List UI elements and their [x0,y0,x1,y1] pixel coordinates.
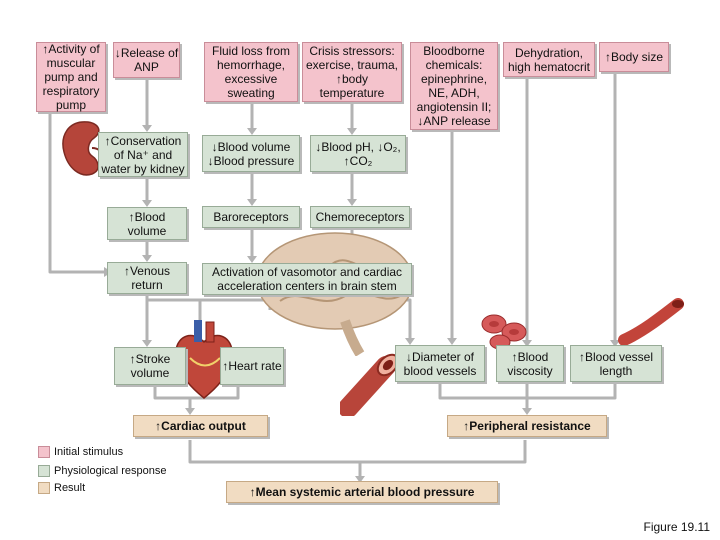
long-blood-vessel [618,298,684,346]
release-anp-box: ↓Release of ANP [113,42,180,78]
activation-centers-box: Activation of vasomotor and cardiac acce… [202,263,412,295]
chemoreceptors-box: Chemoreceptors [310,206,410,228]
legend-label-physiological: Physiological response [54,465,167,477]
mean-arterial-pressure-box: ↑Mean systemic arterial blood pressure [226,481,498,503]
blood-ph-box: ↓Blood pH, ↓O₂, ↑CO₂ [310,135,406,172]
dehydration-box: Dehydration, high hematocrit [503,42,595,77]
baroreceptors-box: Baroreceptors [202,206,300,228]
venous-return-box: ↑Venous return [107,262,187,294]
vessel-diameter-box: ↓Diameter of blood vessels [395,345,485,382]
bloodborne-chemicals-box: Bloodborne chemicals: epinephrine, NE, A… [410,42,498,130]
conservation-box: ↑Conservation of Na⁺ and water by kidney [98,132,188,177]
legend-swatch-initial [38,446,50,458]
red-blood-cells [481,314,527,350]
blood-volume-increase-box: ↑Blood volume [107,207,187,240]
peripheral-resistance-box: ↑Peripheral resistance [447,415,607,437]
figure-caption: Figure 19.11 [643,520,711,534]
legend-swatch-result [38,482,50,494]
legend-label-result: Result [54,482,86,494]
crisis-stressors-box: Crisis stressors: exercise, trauma, ↑bod… [302,42,402,102]
blood-vessel-cross-section [340,353,400,416]
legend-swatch-physiological [38,465,50,477]
body-size-box: ↑Body size [599,42,669,72]
blood-volume-pressure-box: ↓Blood volume ↓Blood pressure [202,135,300,172]
stroke-volume-box: ↑Stroke volume [114,347,186,385]
cardiac-output-box: ↑Cardiac output [133,415,268,437]
blood-viscosity-box: ↑Blood viscosity [496,345,564,382]
legend-label-initial: Initial stimulus [54,446,124,458]
fluid-loss-box: Fluid loss from hemorrhage, excessive sw… [204,42,298,102]
heart-rate-box: ↑Heart rate [220,347,284,385]
vessel-length-box: ↑Blood vessel length [570,345,662,382]
muscular-pump-box: ↑Activity of muscular pump and respirato… [36,42,106,112]
